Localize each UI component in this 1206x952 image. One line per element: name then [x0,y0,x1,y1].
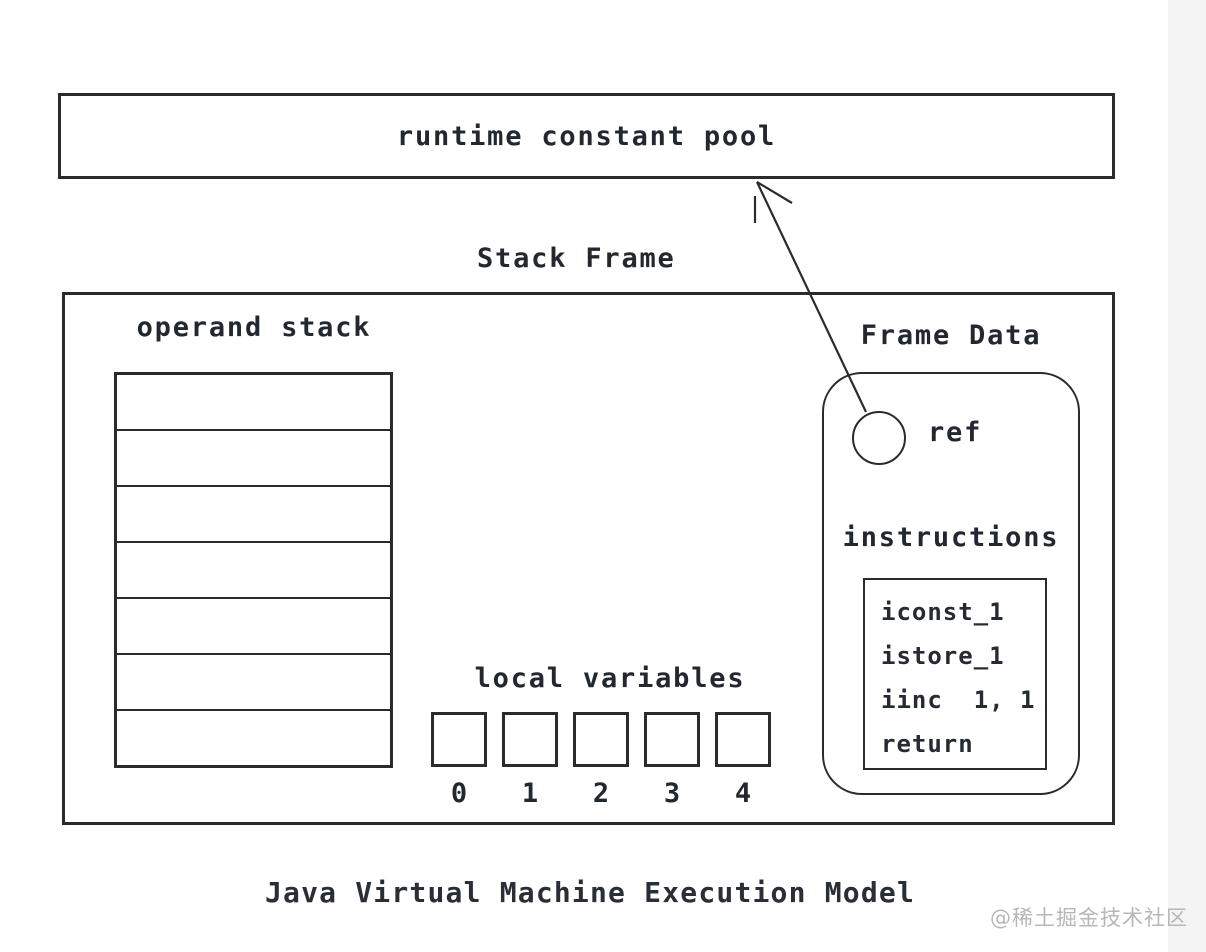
instruction-line: return [881,730,974,758]
instruction-line: iconst_1 [881,598,1005,626]
instructions-label: instructions [842,522,1060,553]
frame-data-label: Frame Data [860,320,1042,351]
local-variable-cell [431,712,487,767]
runtime-constant-pool-label: runtime constant pool [396,120,777,152]
diagram-caption: Java Virtual Machine Execution Model [264,876,916,909]
local-variable-index: 2 [592,778,610,809]
instruction-line: istore_1 [881,642,1005,670]
operand-stack-row [117,429,390,485]
local-variable-cell [502,712,558,767]
operand-stack-table [114,372,393,768]
watermark: @稀土掘金技术社区 [990,906,1188,930]
stack-frame-label: Stack Frame [477,243,676,274]
page-side-strip [1168,0,1206,952]
frame-data-box [822,372,1080,795]
local-variables-indices: 0 1 2 3 4 [431,778,771,809]
local-variable-index: 3 [663,778,681,809]
operand-stack-row [117,709,390,765]
local-variable-cell [715,712,771,767]
local-variables-cells [431,712,771,767]
operand-stack-row [117,375,390,429]
local-variable-cell [644,712,700,767]
ref-node-circle [852,411,906,465]
local-variable-index: 0 [450,778,468,809]
runtime-constant-pool-box: runtime constant pool [58,93,1115,179]
operand-stack-row [117,541,390,597]
operand-stack-label: operand stack [136,312,372,343]
local-variables-label: local variables [474,663,746,694]
operand-stack-row [117,485,390,541]
operand-stack-row [117,597,390,653]
instruction-line: iinc 1, 1 [881,686,1036,714]
local-variable-index: 4 [734,778,752,809]
operand-stack-row [117,653,390,709]
local-variable-index: 1 [521,778,539,809]
local-variable-cell [573,712,629,767]
stack-frame-box [62,292,1115,825]
ref-label: ref [928,417,983,448]
